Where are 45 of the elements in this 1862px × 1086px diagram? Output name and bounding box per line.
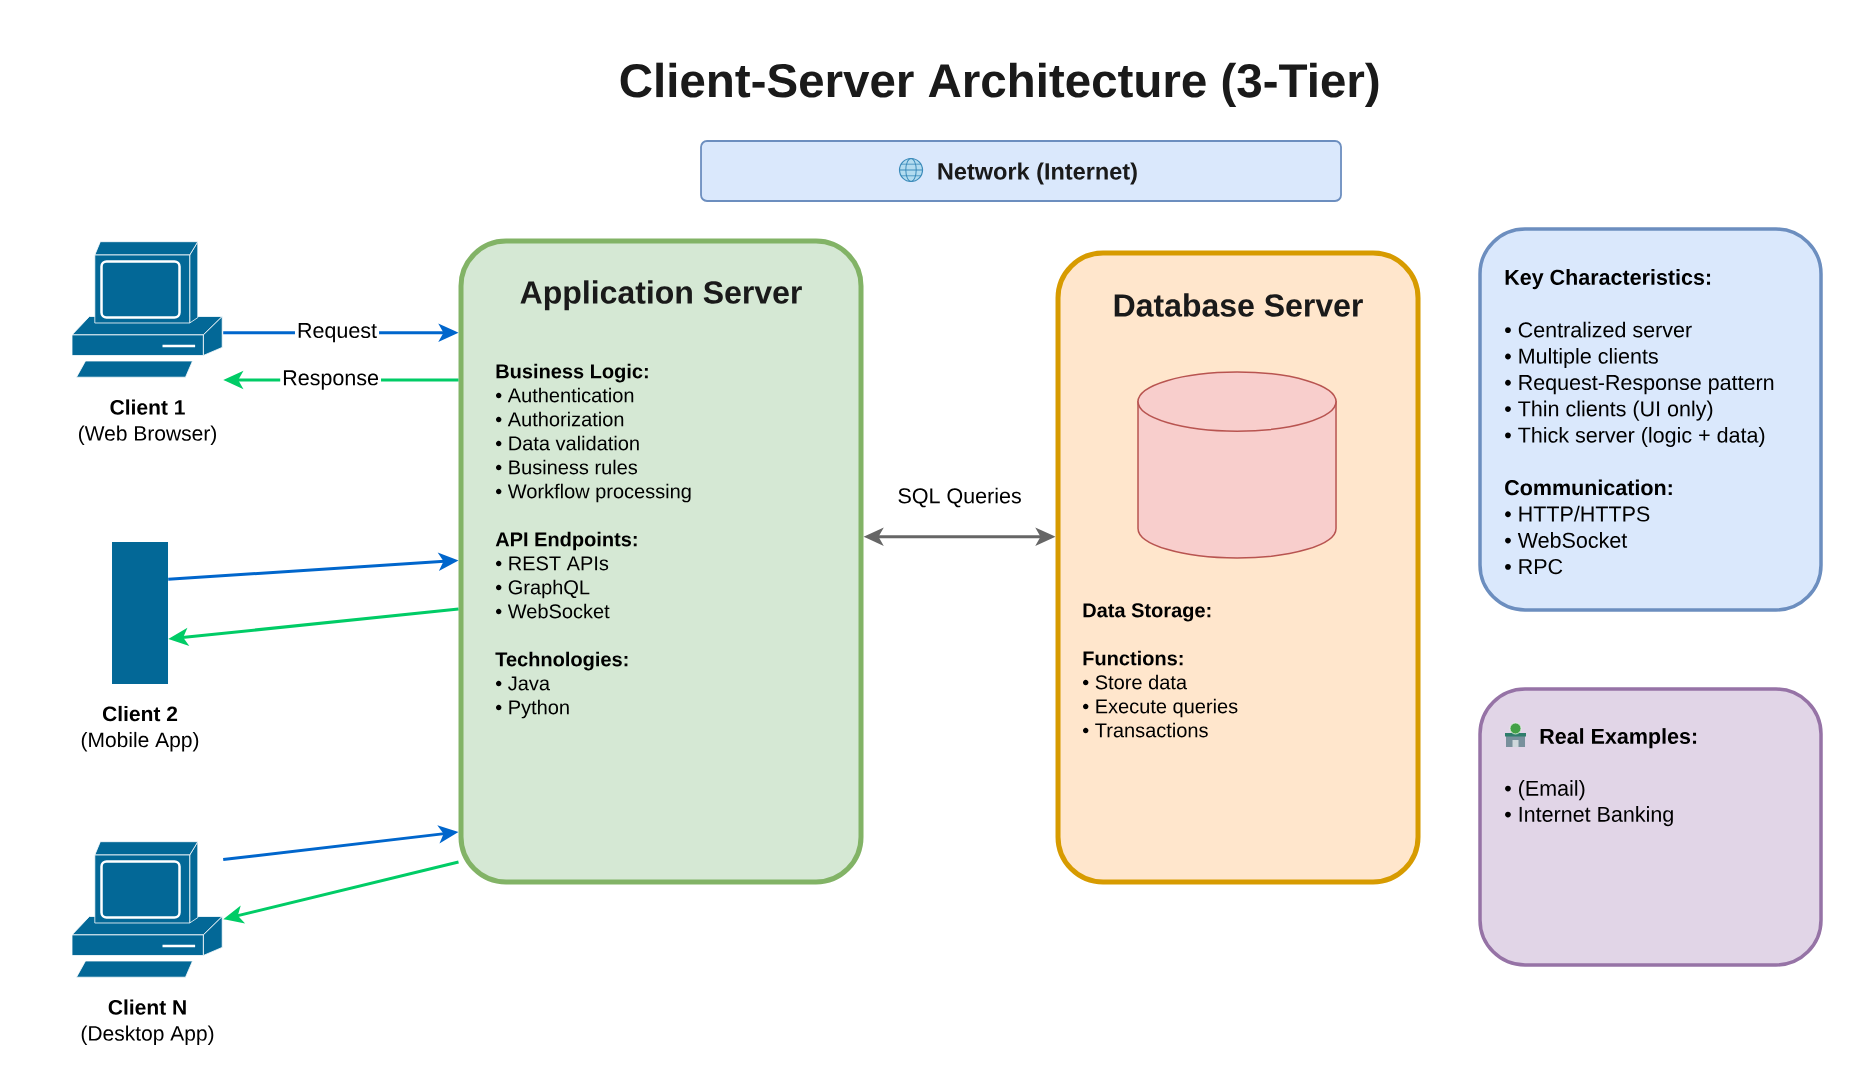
- list-item: • Thin clients (UI only): [1505, 400, 1713, 421]
- section-heading: Technologies:: [495, 651, 628, 671]
- list-item: • Business rules: [496, 459, 638, 475]
- node-label: (Web Browser): [79, 425, 216, 445]
- section-heading: Real Examples:: [1540, 728, 1697, 749]
- list-item: • Workflow processing: [496, 483, 691, 503]
- list-item: • Python: [496, 699, 569, 719]
- section-heading: API Endpoints:: [495, 531, 637, 551]
- list-item: • WebSocket: [1505, 532, 1628, 548]
- list-item: • RPC: [1505, 559, 1563, 575]
- list-item: • Thick server (logic + data): [1505, 426, 1765, 447]
- node-label: Client 1: [110, 399, 185, 415]
- edge-label: Response: [280, 368, 381, 392]
- node-label: (Desktop App): [81, 1025, 214, 1045]
- panel-title: Database Server: [1114, 293, 1363, 317]
- list-item: • HTTP/HTTPS: [1505, 505, 1650, 522]
- list-item: • Execute queries: [1083, 698, 1238, 718]
- section-heading: Communication:: [1505, 479, 1672, 496]
- diagram-title: Client-Server Architecture (3-Tier): [620, 62, 1379, 107]
- list-item: • (Email): [1505, 780, 1585, 801]
- list-item: • WebSocket: [496, 603, 610, 619]
- list-item: • Internet Banking: [1505, 806, 1673, 827]
- list-item: • Data validation: [496, 435, 639, 451]
- list-item: • Centralized server: [1505, 321, 1692, 338]
- node-label: (Mobile App): [81, 731, 199, 752]
- list-item: • Request-Response pattern: [1505, 375, 1774, 395]
- list-item: • Java: [496, 676, 550, 691]
- section-heading: Data Storage:: [1083, 603, 1211, 622]
- list-item: • GraphQL: [496, 579, 590, 599]
- list-item: • REST APIs: [496, 556, 609, 571]
- list-item: • Authorization: [496, 411, 624, 427]
- list-item: • Multiple clients: [1505, 348, 1658, 369]
- node-label: Client N: [108, 999, 186, 1015]
- edge-label: SQL Queries: [895, 485, 1024, 510]
- list-item: • Authentication: [496, 387, 634, 403]
- panel-title: Application Server: [520, 280, 802, 311]
- node-label: Client 2: [102, 705, 178, 722]
- section-heading: Key Characteristics:: [1505, 269, 1711, 290]
- edge-label: Request: [294, 321, 380, 345]
- section-heading: Functions:: [1083, 650, 1183, 666]
- section-heading: Business Logic:: [496, 363, 648, 383]
- list-item: • Store data: [1083, 674, 1188, 690]
- list-item: • Transactions: [1083, 722, 1208, 738]
- network-box: Network (Internet): [700, 140, 1342, 202]
- database-cylinder: [1137, 371, 1337, 559]
